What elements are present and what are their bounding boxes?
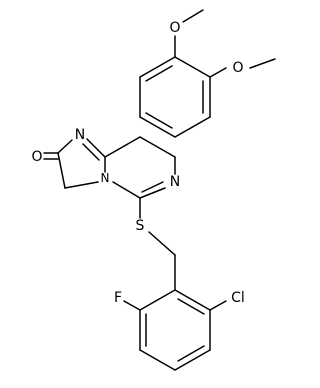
bond-aryl-upper-left-to-top — [139, 289, 176, 311]
bond-imid-n1-to-c2 — [57, 139, 73, 154]
bond-ring-to-methoxy-o-right — [209, 67, 227, 78]
bond-benz-upper-left-to-top — [139, 56, 176, 78]
bond-aryl-to-chloro — [209, 300, 227, 311]
atom-label-imine-n-top: N — [75, 127, 85, 143]
atom-label-methoxy-o-top: O — [169, 20, 180, 36]
bond-aryl-inner-double-3 — [177, 345, 205, 362]
bond-layer — [43, 9, 276, 371]
bond-pyrim-c10b-to-c6a — [139, 136, 176, 158]
bond-pyrim-n6-to-c5-double — [141, 181, 164, 193]
atom-label-carbonyl-o: O — [31, 149, 42, 165]
bond-benz-top-to-upper-right — [174, 56, 211, 78]
bond-pyrim-c10b-to-c10a — [104, 136, 141, 158]
bond-aryl-inner-double-1 — [177, 298, 205, 315]
bond-benz-inner-double-3 — [145, 112, 173, 129]
bond-aryl-bottom-to-lower-left — [139, 349, 176, 371]
bond-aryl-top-to-upper-right — [174, 289, 211, 311]
bond-methoxy-o-right-to-methyl — [249, 58, 276, 69]
bond-aryl-to-fluoro — [123, 300, 141, 311]
atom-label-ring-n-lower: N — [170, 174, 180, 190]
bond-pyrim-n6-to-c5 — [139, 187, 166, 199]
atom-label-layer: O N N N S O O F Cl — [31, 20, 244, 306]
bond-imid-c10a-to-n1-double — [82, 143, 100, 161]
bond-aryl-lower-right-to-bottom — [174, 349, 211, 371]
atom-label-methoxy-o-right: O — [232, 60, 243, 76]
bond-imid-c3-to-n4 — [64, 181, 99, 189]
bond-methoxy-o-top-to-methyl — [182, 9, 204, 23]
atom-label-chloro: Cl — [231, 290, 245, 306]
bond-imid-c2-to-c3 — [57, 152, 66, 189]
atom-label-ring-n-bridge: N — [101, 171, 110, 185]
bond-benz-lower-right-to-bottom — [174, 116, 211, 138]
chemical-structure-diagram: O N N N S O O F Cl — [31, 9, 276, 371]
bond-imid-c10a-to-n1 — [86, 138, 106, 158]
atom-label-thioether-s: S — [136, 218, 145, 234]
bond-s-to-ch2 — [148, 231, 176, 256]
bond-benz-bottom-to-lower-left — [139, 116, 176, 138]
bond-pyrim-c5-to-n4 — [112, 181, 141, 199]
bond-benz-inner-double-1 — [145, 65, 173, 82]
atom-label-fluoro: F — [114, 290, 122, 306]
